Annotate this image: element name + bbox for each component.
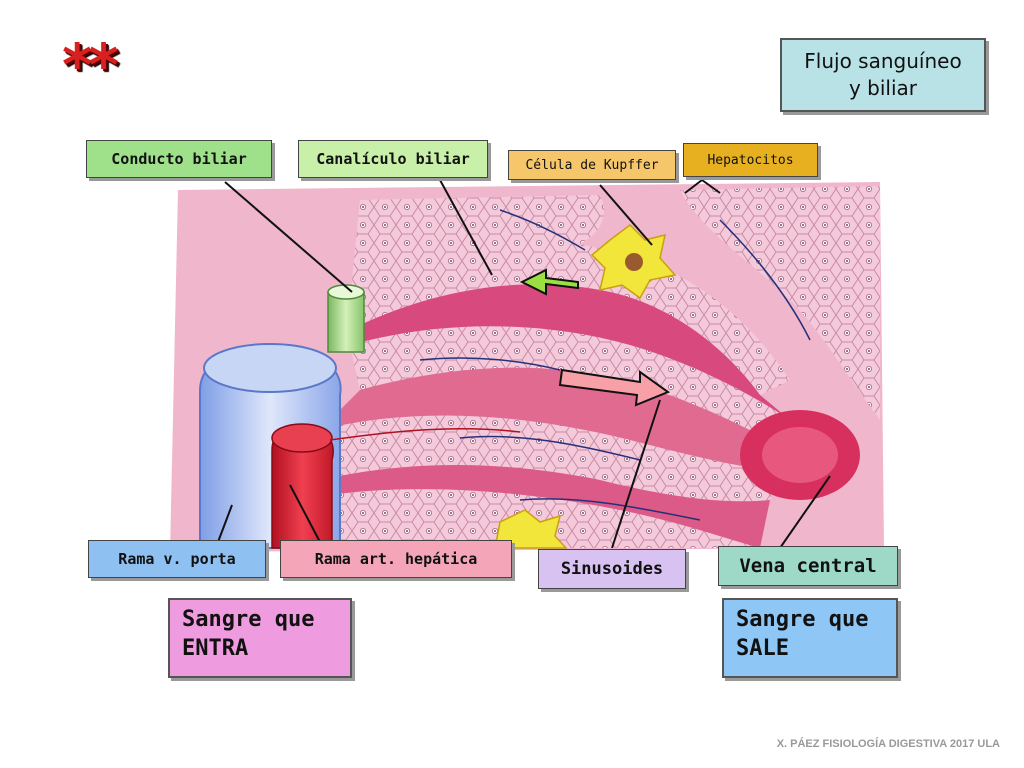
hepatocyte-plate-mid (350, 326, 790, 440)
callout-sale-line-1: Sangre que (736, 607, 869, 632)
footer-credit: X. PÁEZ FISIOLOGÍA DIGESTIVA 2017 ULA (776, 738, 1000, 750)
bile-duct (327, 291, 365, 353)
label-rama-art-hepatica: Rama art. hepática (280, 540, 512, 578)
central-vein-lumen (762, 427, 838, 483)
blood-flow-arrow (558, 368, 671, 407)
callout-sale-line-2: SALE (736, 635, 789, 661)
slide-title: Flujo sanguíneo y biliar (780, 38, 986, 112)
portal-vein-opening (203, 343, 337, 393)
callout-sangre-sale: Sangre que SALE (722, 598, 898, 678)
hepatocyte-plate-upper (330, 242, 790, 395)
hepatic-artery-opening (271, 423, 333, 453)
label-rama-v-porta: Rama v. porta (88, 540, 266, 578)
bile-duct-opening (327, 284, 365, 300)
callout-sangre-entra: Sangre que ENTRA (168, 598, 352, 678)
label-hepatocitos: Hepatocitos (683, 143, 818, 177)
sinusoid-channel-3 (300, 465, 770, 548)
leader-lines (217, 179, 831, 549)
title-line-1: Flujo sanguíneo (804, 49, 962, 73)
title-line-2: y biliar (848, 76, 918, 100)
callout-entra-line-2: ENTRA (182, 635, 249, 661)
hepatocyte-plate-right (680, 186, 880, 420)
label-vena-central: Vena central (718, 546, 898, 586)
label-celula-kupffer: Célula de Kupffer (508, 150, 676, 180)
artery-flow-lines (329, 428, 521, 441)
hepatocyte-plate-lower (320, 415, 780, 502)
label-conducto-biliar: Conducto biliar (86, 140, 272, 178)
kupffer-cell-nucleus (625, 253, 643, 271)
double-asterisk-decoration: ** (62, 31, 119, 99)
label-sinusoides: Sinusoides (538, 549, 686, 589)
sinusoid-channel-1 (350, 284, 790, 420)
sinusoid-channel-2 (320, 367, 780, 470)
label-canaliculo-biliar: Canalículo biliar (298, 140, 488, 178)
callout-entra-line-1: Sangre que (182, 607, 315, 632)
bile-flow-arrow (519, 268, 579, 296)
small-flow-arrows (419, 209, 811, 521)
